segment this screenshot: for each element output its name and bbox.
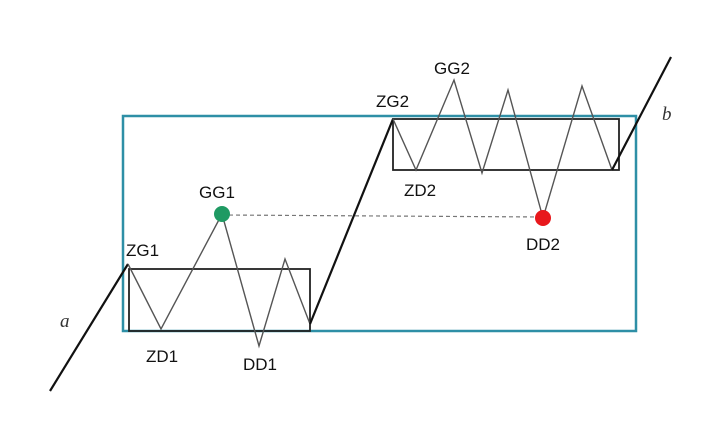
oscillation-hub-2 (392, 77, 613, 221)
outer-range-box (121, 114, 638, 333)
label-gg2: GG2 (434, 59, 470, 78)
label-gg1: GG1 (199, 183, 235, 202)
oscillation-hub-1 (127, 212, 311, 349)
trend-line-up (308, 118, 395, 325)
label-dd2: DD2 (526, 235, 560, 254)
label-b: b (662, 104, 672, 125)
label-zg1: ZG1 (126, 241, 159, 260)
label-zg2: ZG2 (376, 92, 409, 111)
dd2-dot (535, 210, 551, 226)
gg1-dot (214, 206, 230, 222)
hub-box-2 (392, 118, 620, 171)
hub-box-1 (128, 268, 311, 332)
label-dd1: DD1 (243, 355, 277, 374)
gg1-dd2-dashed-line (221, 214, 544, 218)
label-zd2: ZD2 (404, 181, 436, 200)
trend-line-a (49, 263, 129, 392)
label-zd1: ZD1 (146, 347, 178, 366)
trend-line-b (611, 56, 672, 171)
label-a: a (60, 311, 70, 332)
